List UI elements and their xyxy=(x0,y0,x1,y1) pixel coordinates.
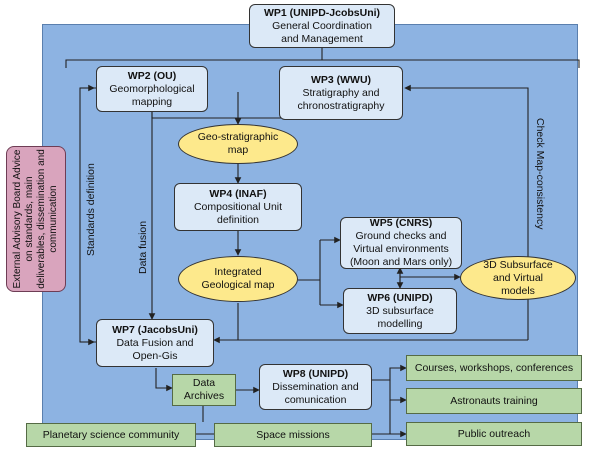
courses-label: Courses, workshops, conferences xyxy=(414,361,574,374)
public-outreach-label: Public outreach xyxy=(457,427,531,440)
wp5-code: WP5 (CNRS) xyxy=(369,217,433,229)
check-map-consistency-label: Check Map-consistency xyxy=(534,118,546,230)
space-missions-box: Space missions xyxy=(214,423,372,447)
wp4-title: Compositional Unit definition xyxy=(193,200,283,226)
subsurface-label: 3D Subsurface and Virtual models xyxy=(483,258,553,297)
wp3-box: WP3 (WWU) Stratigraphy and chronostratig… xyxy=(279,66,403,120)
wp4-code: WP4 (INAF) xyxy=(209,187,267,200)
geo-stratigraphic-map-ellipse: Geo-stratigraphic map xyxy=(178,124,298,164)
wp1-code: WP1 (UNIPD-JcobsUni) xyxy=(263,6,381,19)
planetary-community-box: Planetary science community xyxy=(26,423,196,447)
wp3-code: WP3 (WWU) xyxy=(310,73,372,86)
standards-definition-label: Standards definition xyxy=(85,163,97,256)
wp8-box: WP8 (UNIPD) Dissemination and comunicati… xyxy=(259,364,372,410)
geo-map-label: Geo-stratigraphic map xyxy=(197,131,279,156)
wp2-code: WP2 (OU) xyxy=(127,69,177,82)
advisory-board-box: External Advisory Board Advice on standa… xyxy=(6,146,66,292)
data-fusion-label: Data fusion xyxy=(137,220,149,274)
wp5-box: WP5 (CNRS) Ground checks and Virtual env… xyxy=(340,217,462,269)
wp8-code: WP8 (UNIPD) xyxy=(282,367,349,380)
wp1-box: WP1 (UNIPD-JcobsUni) General Coordinatio… xyxy=(249,4,395,48)
wp4-box: WP4 (INAF) Compositional Unit definition xyxy=(174,183,302,231)
public-outreach-box: Public outreach xyxy=(406,422,582,446)
wp1-title: General Coordination and Management xyxy=(272,19,372,45)
wp3-title: Stratigraphy and chronostratigraphy xyxy=(297,86,385,112)
data-archives-label: Data Archives xyxy=(183,377,225,402)
integrated-geological-map-ellipse: Integrated Geological map xyxy=(178,256,298,302)
space-missions-label: Space missions xyxy=(256,428,330,441)
wp7-code: WP7 (JacobsUni) xyxy=(112,323,198,336)
advisory-board-label: External Advisory Board Advice on standa… xyxy=(12,149,59,289)
wp8-title: Dissemination and comunication xyxy=(272,380,359,406)
wp7-title: Data Fusion and Open-Gis xyxy=(116,336,194,362)
planetary-label: Planetary science community xyxy=(42,428,180,441)
wp6-title: 3D subsurface modelling xyxy=(366,304,434,330)
wp7-box: WP7 (JacobsUni) Data Fusion and Open-Gis xyxy=(96,319,214,367)
wp2-title: Geomorphological mapping xyxy=(109,82,195,108)
wp2-box: WP2 (OU) Geomorphological mapping xyxy=(96,66,208,112)
courses-box: Courses, workshops, conferences xyxy=(406,355,582,381)
astronauts-training-box: Astronauts training xyxy=(406,388,582,414)
3d-subsurface-ellipse: 3D Subsurface and Virtual models xyxy=(460,256,576,300)
wp5-title: Ground checks and Virtual environments (… xyxy=(349,230,453,268)
integrated-map-label: Integrated Geological map xyxy=(201,266,275,291)
wp6-code: WP6 (UNIPD) xyxy=(367,291,433,304)
data-archives-box: Data Archives xyxy=(172,374,236,406)
wp6-box: WP6 (UNIPD) 3D subsurface modelling xyxy=(343,288,457,334)
astronauts-label: Astronauts training xyxy=(450,394,538,407)
